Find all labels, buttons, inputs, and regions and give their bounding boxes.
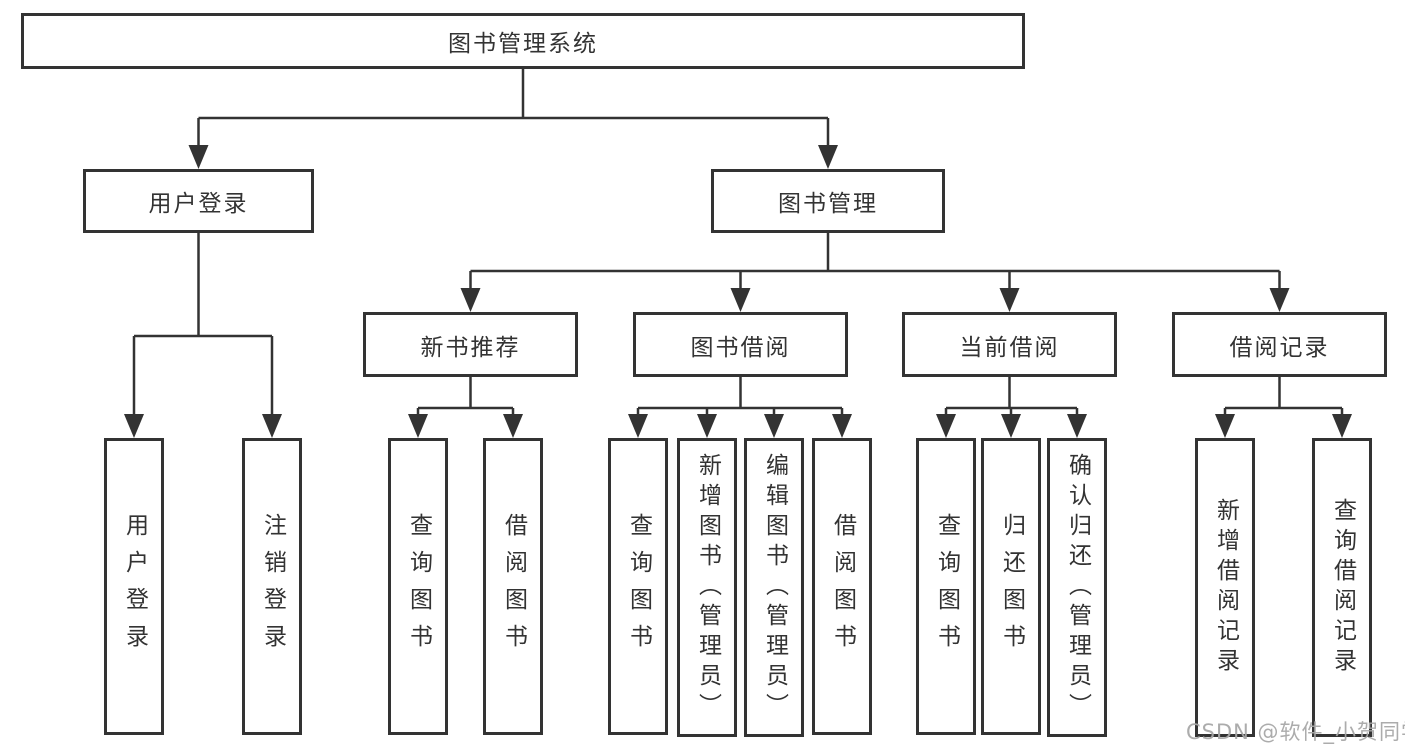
arrowheads-level1: [188, 145, 838, 169]
node-book-borrow: 图书借阅: [633, 312, 848, 377]
csdn-watermark: CSDN @软件_小贺同学: [1186, 720, 1405, 744]
leaf-confirm-return-admin-label: 确认归还（管理员）: [1064, 452, 1091, 723]
leaf-add-borrow-record: 新增借阅记录: [1195, 438, 1255, 737]
leaf-add-book-admin: 新增图书（管理员）: [677, 438, 737, 737]
leaf-query-book-3: 查询图书: [916, 438, 976, 735]
leaf-query-borrow-record-label: 查询借阅记录: [1329, 497, 1356, 678]
leaf-edit-book-admin-label: 编辑图书（管理员）: [761, 452, 788, 723]
leaf-user-login-label: 用户登录: [121, 512, 148, 661]
leaf-edit-book-admin: 编辑图书（管理员）: [744, 438, 804, 737]
connector-borrowrecord-to-leaves: [1223, 377, 1344, 415]
leaf-return-book: 归还图书: [981, 438, 1041, 735]
connector-currentborrow-to-leaves: [944, 377, 1079, 415]
leaf-query-borrow-record: 查询借阅记录: [1312, 438, 1372, 737]
connector-newbook-to-leaves: [416, 377, 515, 415]
leaf-add-borrow-record-label: 新增借阅记录: [1212, 497, 1239, 678]
leaf-return-book-label: 归还图书: [998, 512, 1025, 661]
leaf-logout-label: 注销登录: [259, 512, 286, 661]
arrowheads-level2: [460, 288, 1290, 312]
leaf-query-book-1-label: 查询图书: [405, 512, 432, 661]
node-book-management: 图书管理: [711, 169, 945, 233]
leaf-borrow-book-2-label: 借阅图书: [829, 512, 856, 661]
connector-userlogin-to-leaves: [132, 233, 274, 415]
leaf-borrow-book-2: 借阅图书: [812, 438, 872, 735]
node-root: 图书管理系统: [21, 13, 1025, 69]
connector-bookmgmt-to-level2: [469, 233, 1281, 289]
leaf-query-book-1: 查询图书: [388, 438, 448, 735]
node-borrow-records: 借阅记录: [1172, 312, 1387, 377]
leaf-confirm-return-admin: 确认归还（管理员）: [1047, 438, 1107, 737]
connector-bookborrow-to-leaves: [636, 377, 844, 415]
leaf-query-book-2-label: 查询图书: [625, 512, 652, 661]
leaf-user-login: 用户登录: [104, 438, 164, 735]
node-current-borrow: 当前借阅: [902, 312, 1117, 377]
leaf-borrow-book-1-label: 借阅图书: [500, 512, 527, 661]
arrowheads-leaves: [124, 414, 1352, 438]
leaf-query-book-2: 查询图书: [608, 438, 668, 735]
leaf-add-book-admin-label: 新增图书（管理员）: [694, 452, 721, 723]
leaf-borrow-book-1: 借阅图书: [483, 438, 543, 735]
leaf-logout: 注销登录: [242, 438, 302, 735]
node-new-book-recommend: 新书推荐: [363, 312, 578, 377]
node-user-login: 用户登录: [83, 169, 314, 233]
leaf-query-book-3-label: 查询图书: [933, 512, 960, 661]
connector-root-to-level1: [197, 69, 830, 146]
